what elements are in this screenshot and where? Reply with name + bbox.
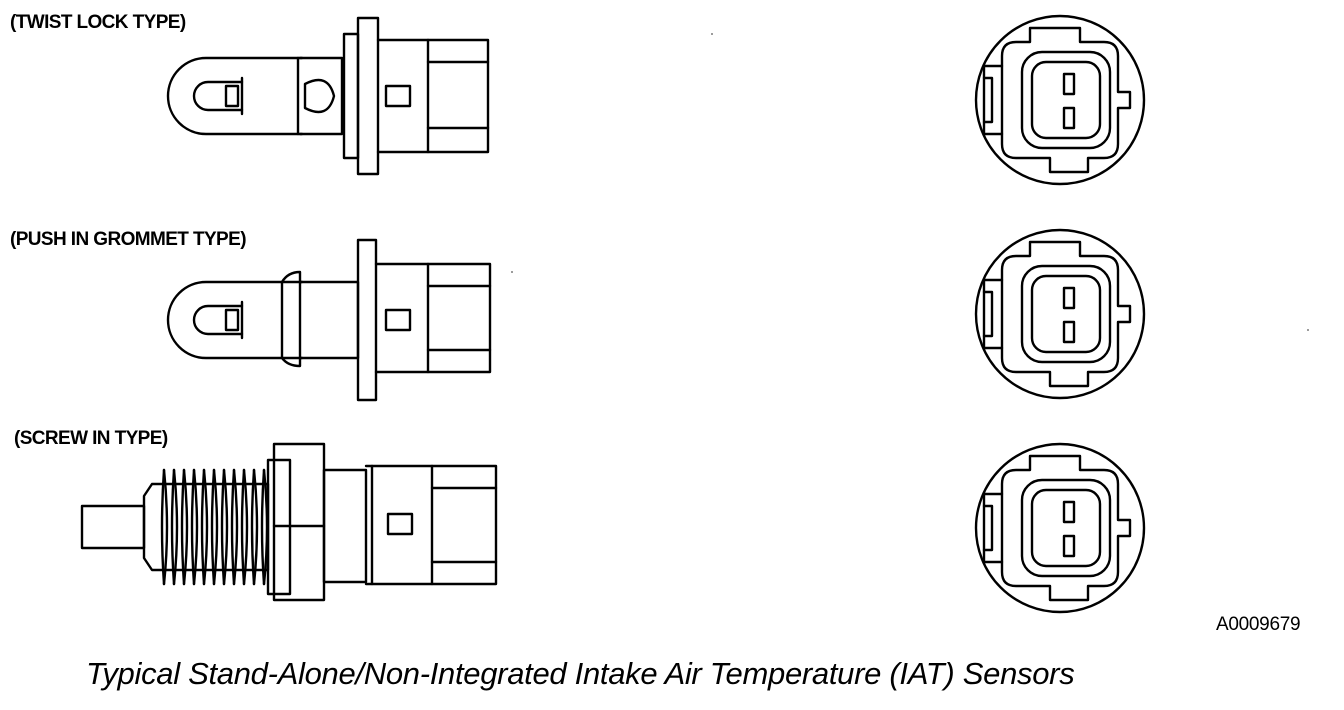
twist-lock-sensor-side-view	[166, 16, 490, 176]
scan-speck	[511, 271, 513, 273]
screw-in-sensor-side-view	[80, 442, 498, 602]
figure-reference-code: A0009679	[1216, 614, 1301, 635]
figure-caption: Typical Stand-Alone/Non-Integrated Intak…	[86, 656, 1075, 691]
screw-thread-coils	[160, 468, 269, 586]
screw-in-type-label: (SCREW IN TYPE)	[14, 428, 168, 449]
screw-in-connector-face-view	[974, 442, 1146, 614]
twist-lock-connector-face-view	[974, 14, 1146, 186]
push-in-grommet-sensor-side-view	[166, 238, 492, 402]
scan-speck	[711, 33, 713, 35]
push-in-grommet-connector-face-view	[974, 228, 1146, 400]
twist-lock-type-label: (TWIST LOCK TYPE)	[10, 12, 186, 33]
scan-speck	[1307, 329, 1309, 331]
push-in-grommet-type-label: (PUSH IN GROMMET TYPE)	[10, 229, 247, 250]
